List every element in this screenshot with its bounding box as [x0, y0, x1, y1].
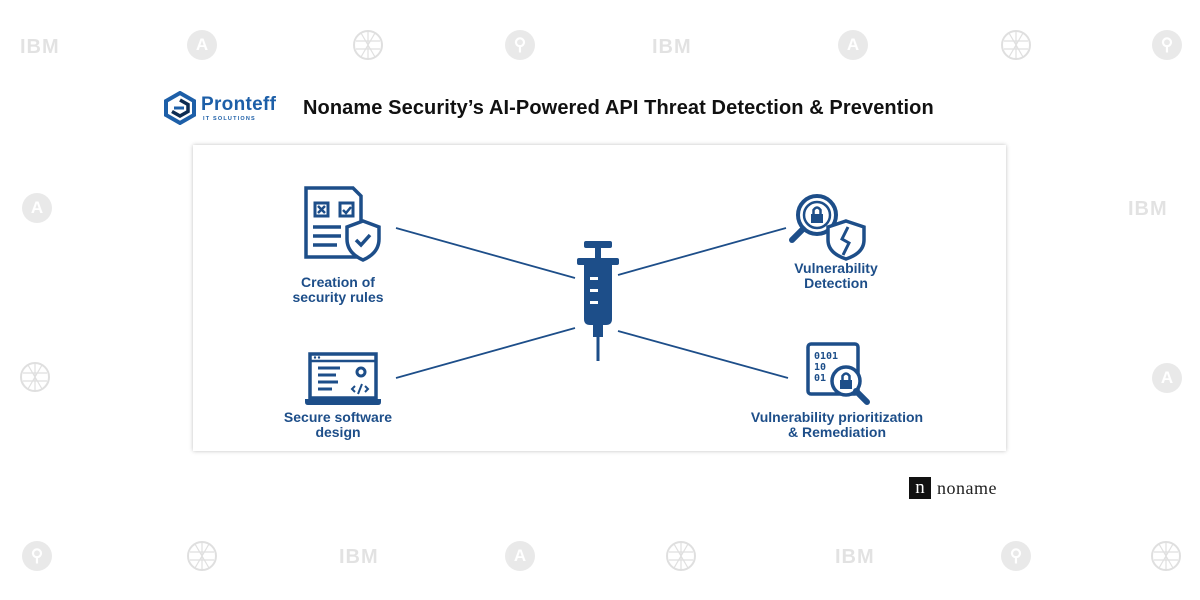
brand-circle-watermark: ⚲ [1152, 30, 1182, 60]
a-logo-watermark: A [838, 30, 868, 60]
ibm-watermark: IBM [835, 546, 875, 568]
brand-circle-watermark: ⚲ [1001, 541, 1031, 571]
noname-wordmark: noname [937, 477, 997, 498]
globe-watermark-icon [186, 540, 218, 572]
page-title: Noname Security’s AI-Powered API Threat … [303, 97, 934, 119]
node-label-detection: Vulnerability Detection [794, 260, 878, 291]
syringe-icon [577, 241, 619, 361]
pronteff-mark-icon [164, 91, 196, 125]
svg-text:01: 01 [814, 373, 826, 384]
brand-circle-watermark: ⚲ [22, 541, 52, 571]
globe-watermark-icon [1150, 540, 1182, 572]
node-label-secure-design: Secure software design [283, 409, 393, 440]
connector-line [617, 330, 789, 379]
logo-subtitle: IT SOLUTIONS [203, 116, 256, 122]
pronteff-logo[interactable]: Pronteff IT SOLUTIONS [163, 91, 277, 127]
globe-watermark-icon [1000, 29, 1032, 61]
ibm-watermark: IBM [20, 36, 60, 58]
a-logo-watermark: A [1152, 363, 1182, 393]
ibm-watermark: IBM [652, 36, 692, 58]
magnifier-lock-shield-icon [789, 194, 866, 261]
logo-name: Pronteff [201, 94, 277, 115]
ibm-watermark: IBM [1128, 198, 1168, 220]
a-logo-watermark: A [22, 193, 52, 223]
connector-line [395, 327, 576, 379]
connector-lines [395, 227, 789, 379]
laptop-code-icon [305, 352, 381, 405]
binary-lock-magnifier-icon: 0101 10 01 [806, 342, 870, 405]
diagram-panel: Creation of security rules Secure softwa… [193, 145, 1006, 451]
a-logo-watermark: A [505, 541, 535, 571]
globe-watermark-icon [665, 540, 697, 572]
ibm-watermark: IBM [339, 546, 379, 568]
document-shield-icon [304, 186, 381, 262]
connector-line [395, 227, 576, 279]
globe-watermark-icon [352, 29, 384, 61]
node-label-creation: Creation of security rules [292, 274, 384, 305]
noname-logo[interactable]: n noname [909, 477, 997, 499]
noname-mark: n [909, 477, 931, 499]
globe-watermark-icon [19, 361, 51, 393]
a-logo-watermark: A [187, 30, 217, 60]
node-label-prioritization: Vulnerability prioritization & Remediati… [750, 409, 924, 440]
svg-text:10: 10 [814, 362, 826, 373]
brand-circle-watermark: ⚲ [505, 30, 535, 60]
connector-line [617, 227, 787, 276]
svg-text:0101: 0101 [814, 351, 838, 362]
